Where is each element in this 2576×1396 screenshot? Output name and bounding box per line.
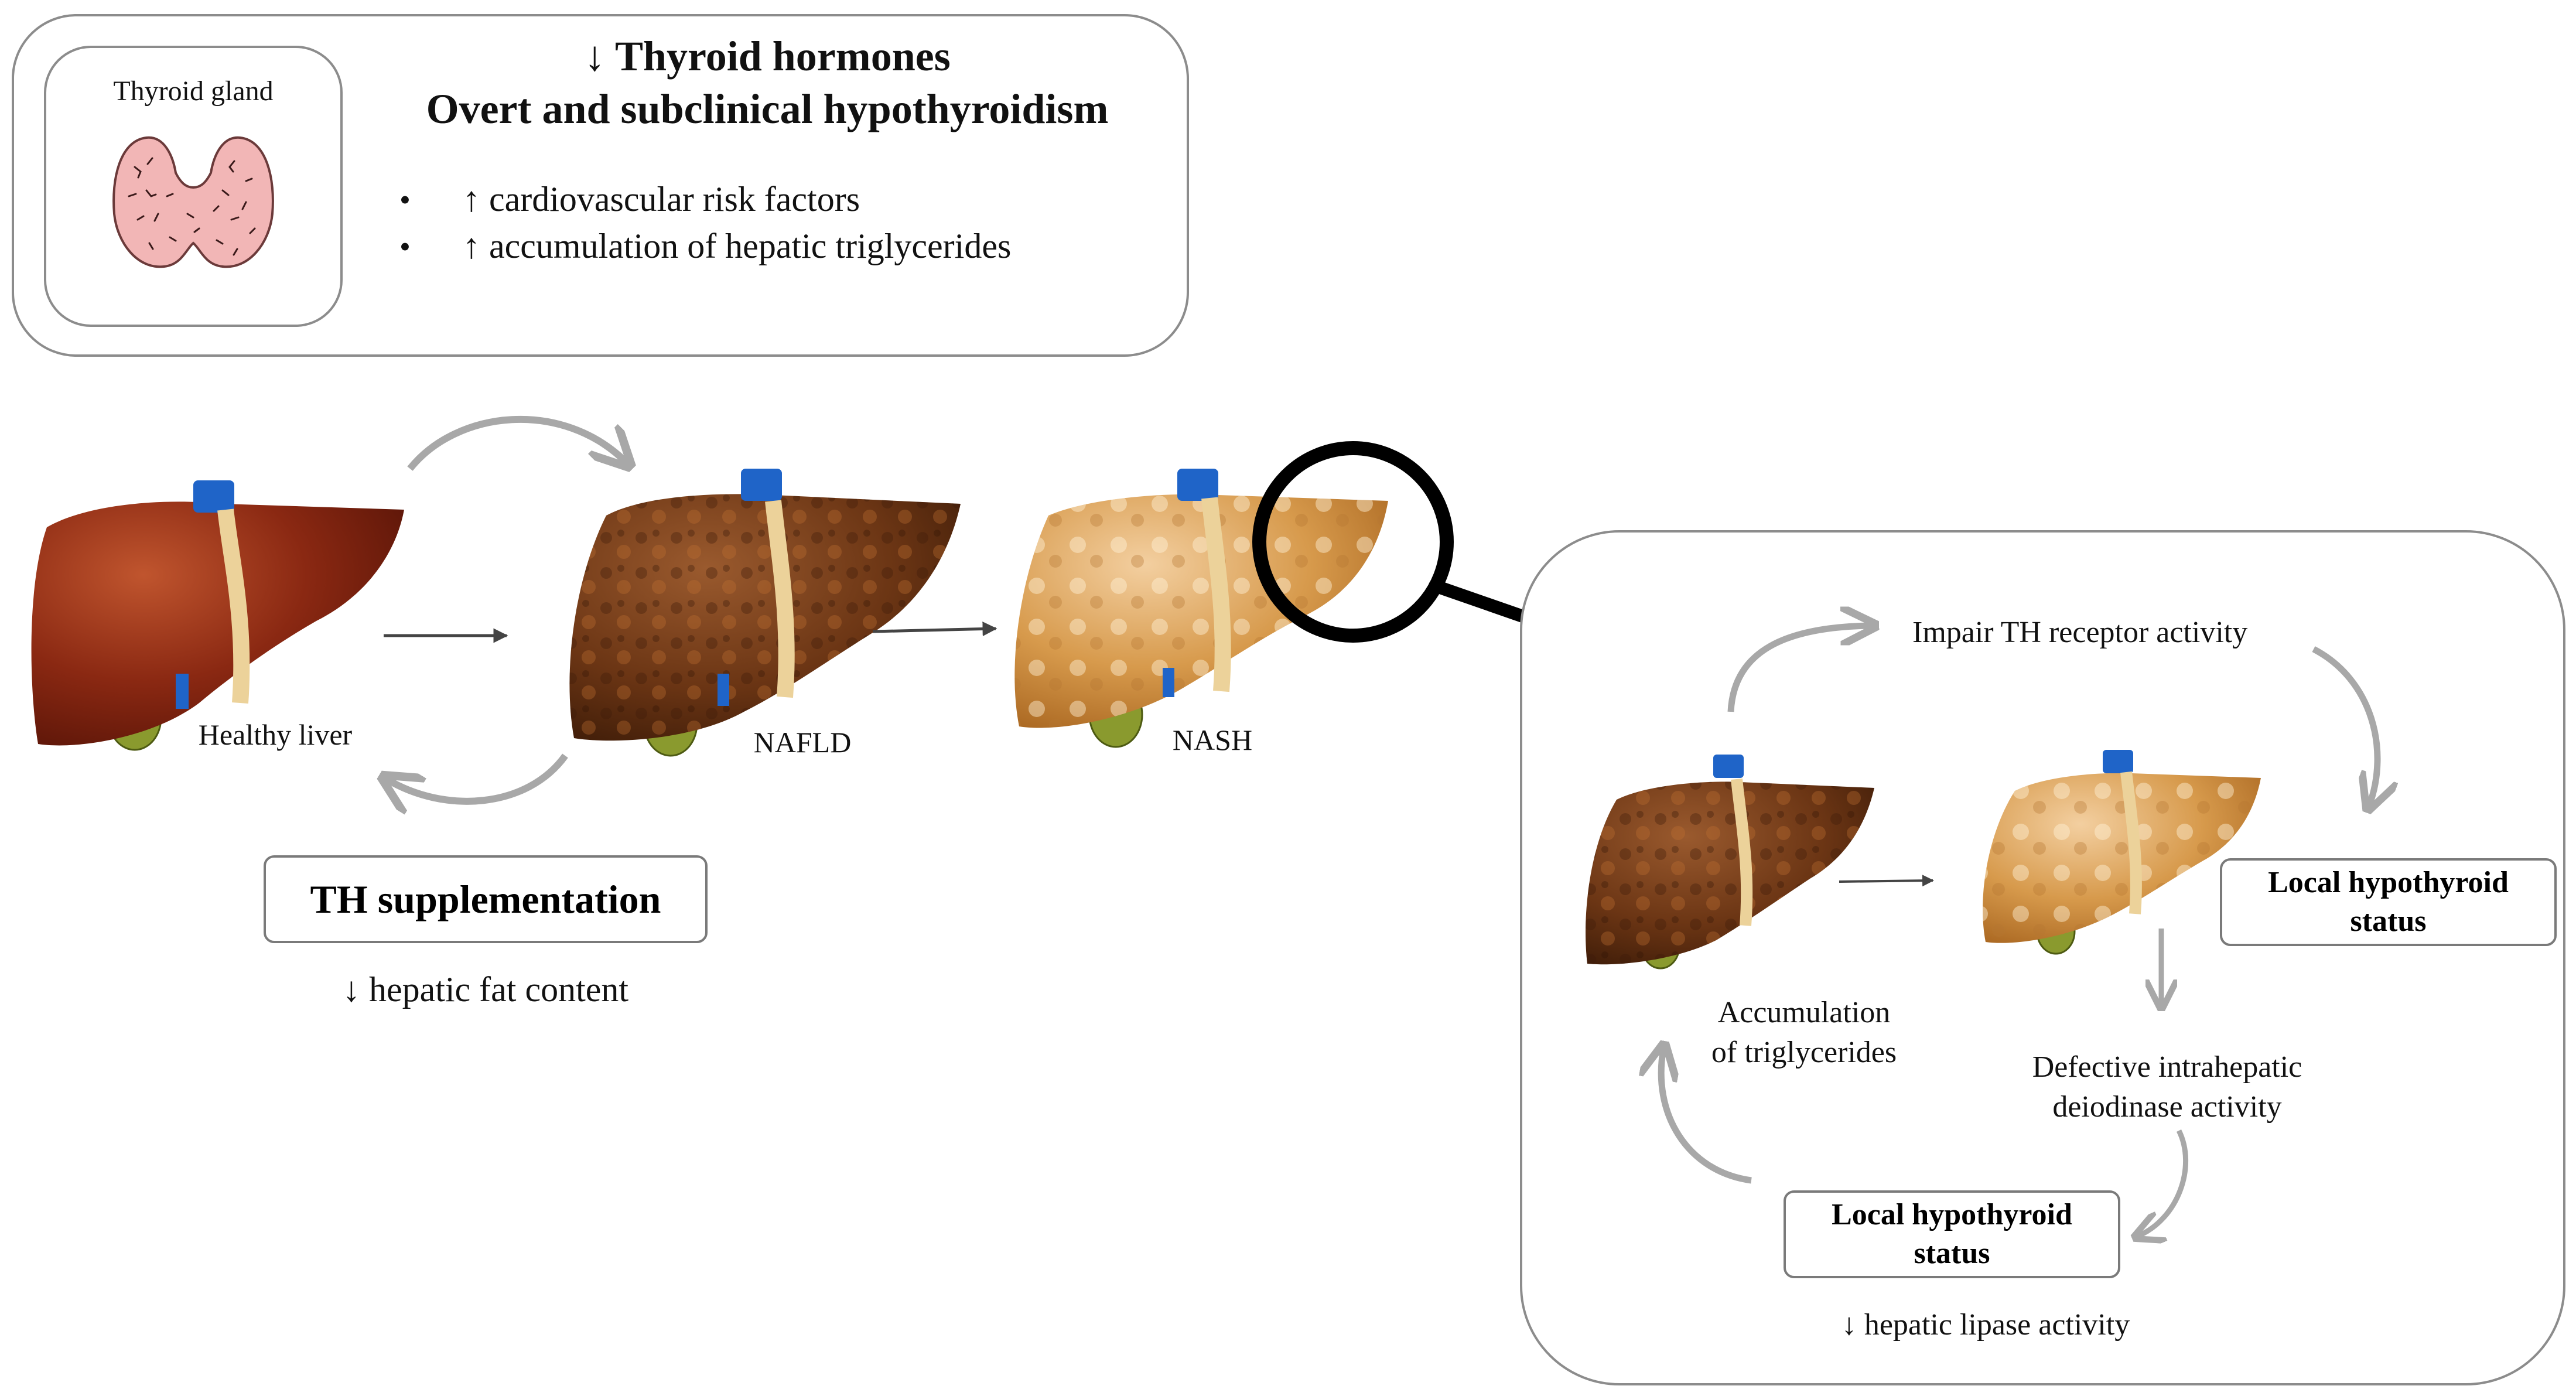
defective-line: deiodinase activity — [2052, 1090, 2282, 1124]
zoom-nafld-liver — [1586, 755, 1874, 970]
progression-arrow — [872, 622, 997, 637]
local-hypothyroid-label: status — [2350, 905, 2427, 938]
zoom-nash-liver — [1983, 750, 2261, 955]
local-hypothyroid-label: Local hypothyroid — [2268, 866, 2509, 899]
cycle-arrow — [2312, 646, 2377, 805]
defective-line: Defective intrahepatic — [2032, 1050, 2302, 1084]
accumulation-label: Accumulation of triglycerides — [1681, 993, 1927, 1073]
th-supplementation-effect: ↓ hepatic fat content — [342, 970, 629, 1009]
thyroid-gland-label: Thyroid gland — [113, 76, 274, 107]
cycle-arrow — [2138, 1129, 2189, 1236]
progression-arrow — [1839, 875, 1934, 887]
cycle-arrow-forward — [407, 415, 627, 469]
bullet-item: ↑ cardiovascular risk factors — [463, 180, 860, 219]
bullet-item: ↑ accumulation of hepatic triglycerides — [463, 227, 1012, 265]
nafld-liver-illustration — [569, 469, 961, 757]
cycle-arrow-back — [387, 753, 568, 801]
hepatic-lipase-label: ↓ hepatic lipase activity — [1841, 1308, 2130, 1342]
local-hypothyroid-status-box-top: Local hypothyroid status — [2220, 858, 2557, 946]
accumulation-line: Accumulation — [1717, 996, 1891, 1029]
stage-label-nash: NASH — [1172, 723, 1253, 756]
cycle-arrow — [1727, 626, 1871, 712]
bullet-marker: • — [399, 229, 411, 264]
cycle-arrow — [1661, 1049, 1752, 1184]
thyroid-heading-line1: ↓ Thyroid hormones — [584, 33, 951, 80]
local-hypothyroid-status-box-bottom: Local hypothyroid status — [1784, 1190, 2120, 1278]
thyroid-heading-line2: Overt and subclinical hypothyroidism — [426, 86, 1109, 132]
th-supplementation-box: TH supplementation — [264, 855, 708, 943]
healthy-liver-illustration — [31, 480, 404, 751]
defective-deiodinase-label: Defective intrahepatic deiodinase activi… — [1991, 1047, 2343, 1127]
bullet-marker: • — [399, 182, 411, 217]
nash-liver-illustration — [1014, 469, 1388, 748]
local-hypothyroid-label: status — [1914, 1237, 1990, 1270]
accumulation-line: of triglycerides — [1711, 1036, 1897, 1069]
th-supplementation-label: TH supplementation — [310, 876, 661, 921]
impair-receptor-label: Impair TH receptor activity — [1912, 616, 2248, 649]
local-hypothyroid-label: Local hypothyroid — [1832, 1198, 2072, 1231]
stage-label-healthy: Healthy liver — [198, 718, 353, 751]
thyroid-gland-icon — [112, 136, 274, 268]
stage-label-nafld: NAFLD — [753, 726, 852, 759]
